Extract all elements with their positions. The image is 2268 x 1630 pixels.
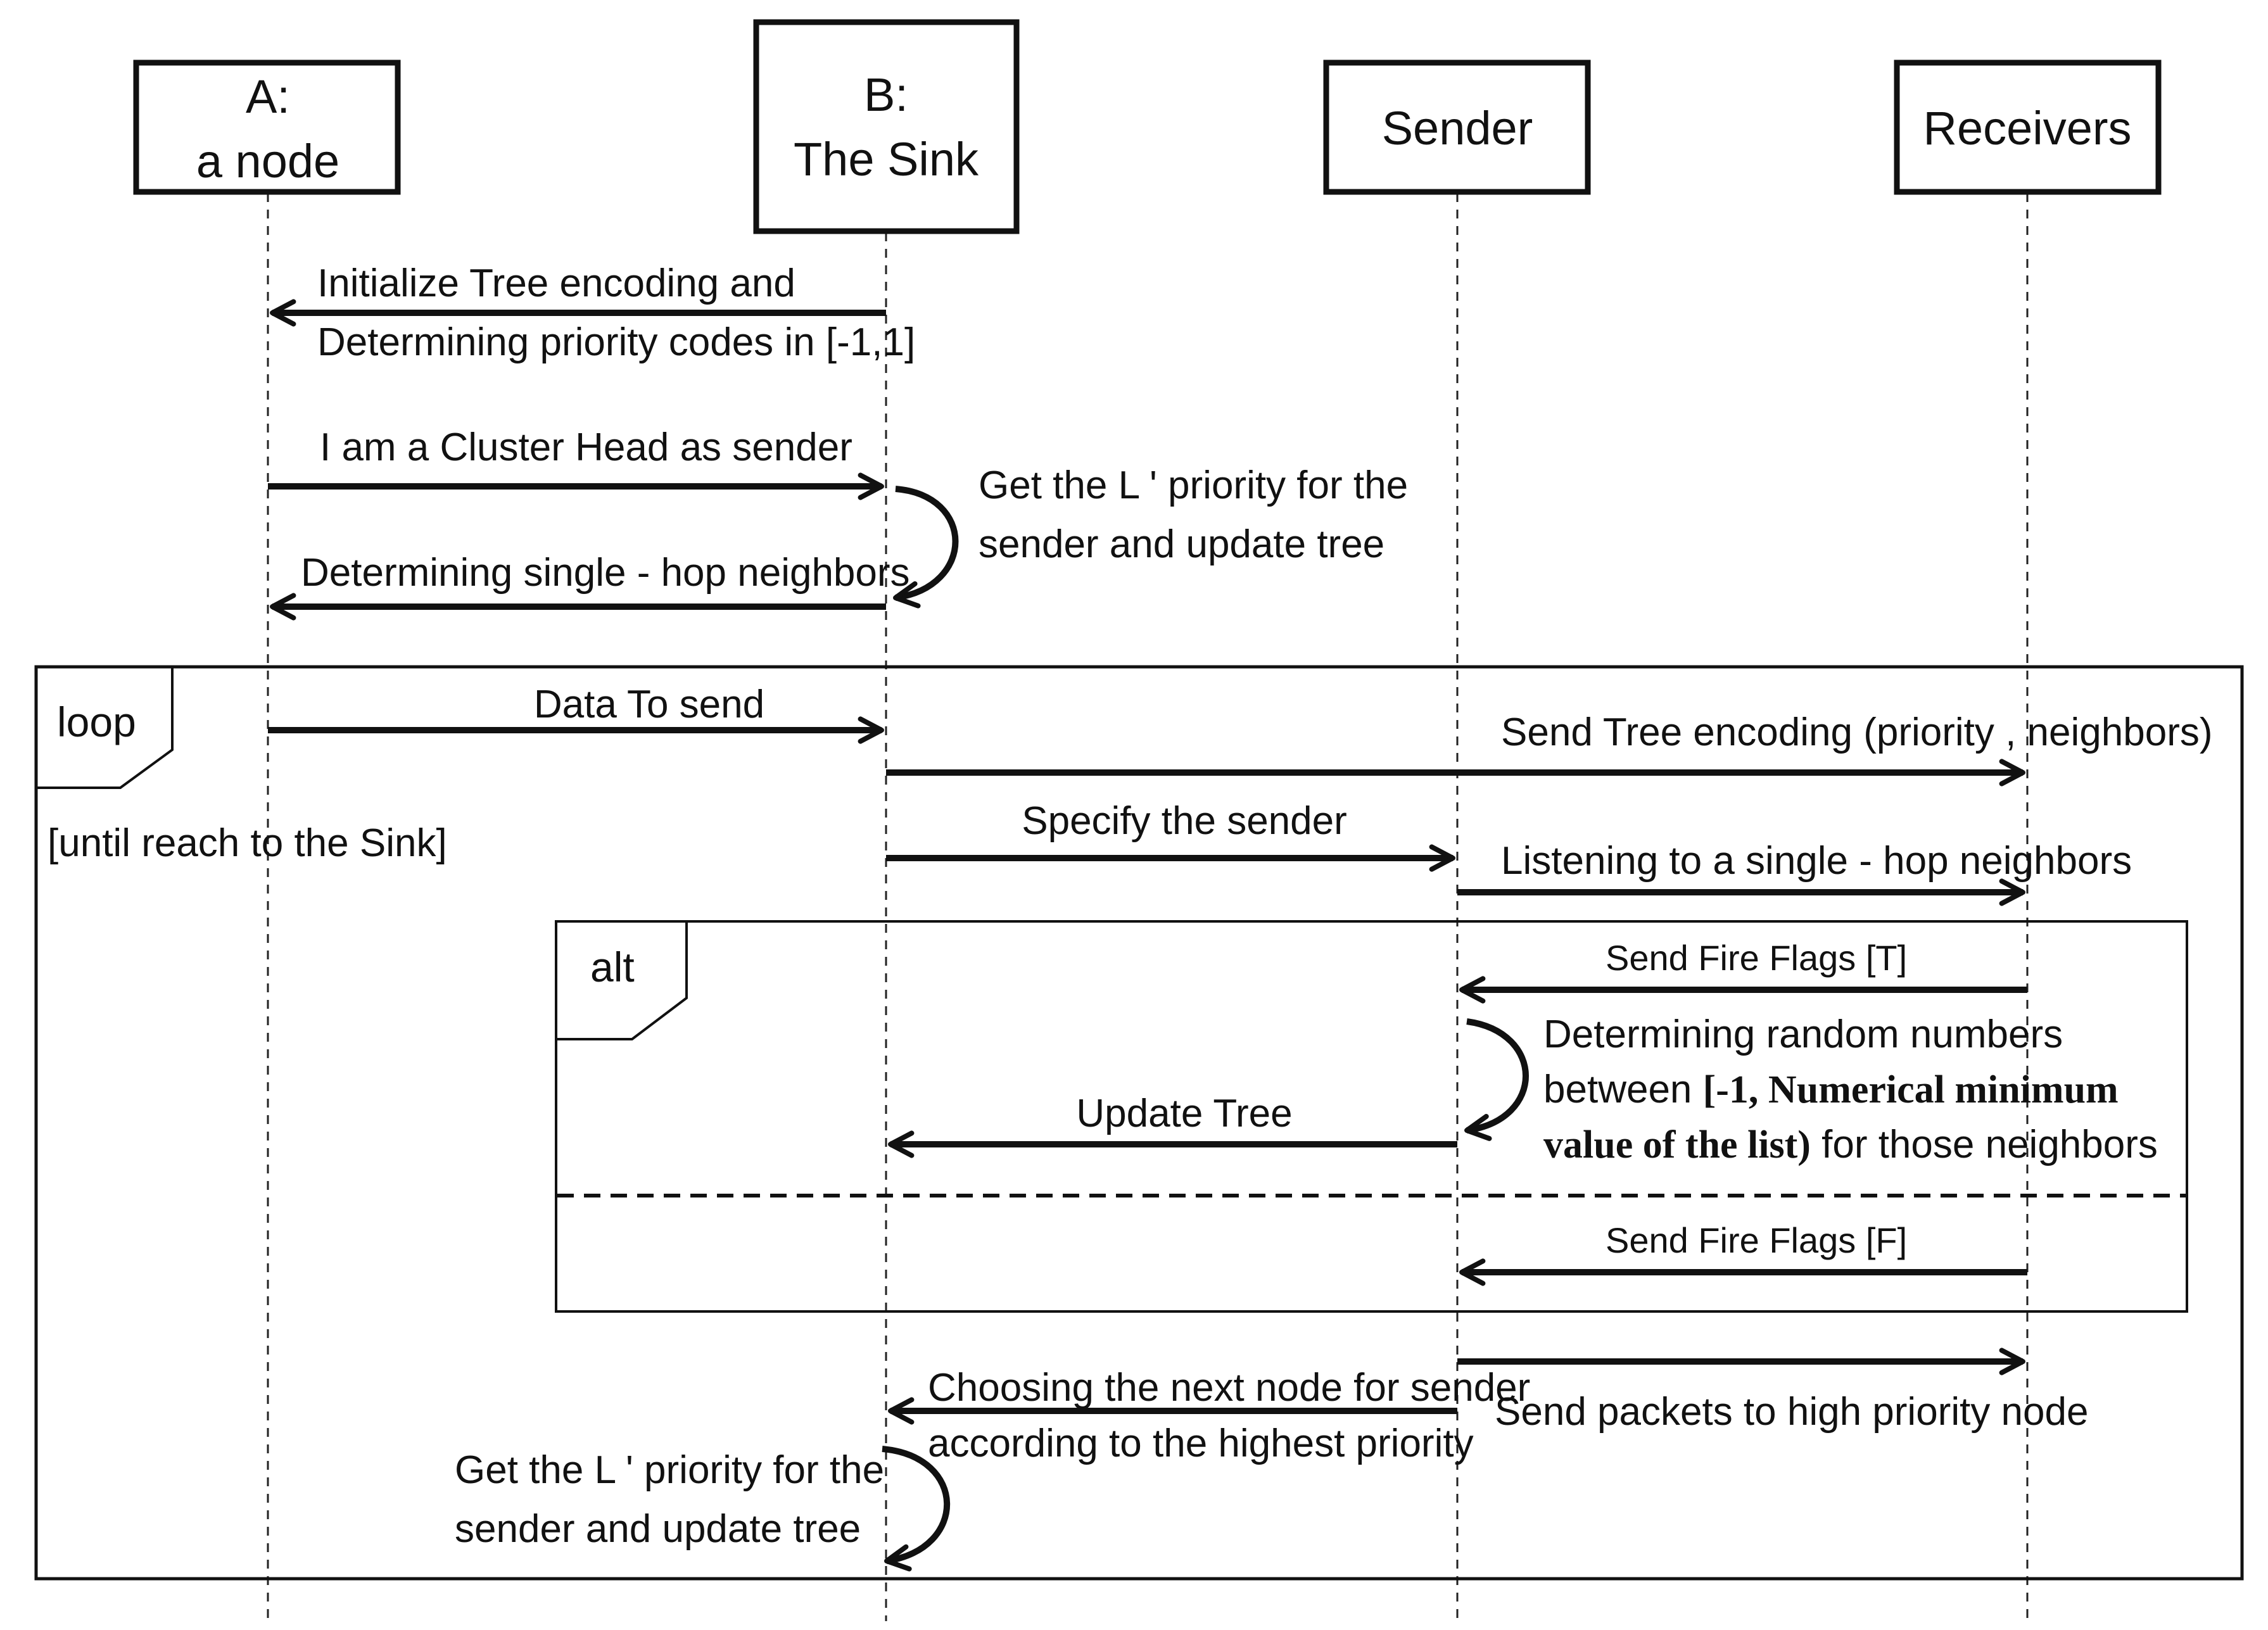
alt-frame-border <box>555 920 2188 1313</box>
alt-frame-tab <box>556 921 688 1040</box>
actor-receivers[interactable]: Receivers <box>1894 60 2162 195</box>
actor-box <box>1323 60 1591 195</box>
message-label-part: between <box>1543 1068 1703 1111</box>
message-label: sender and update tree <box>979 522 1384 566</box>
message-label-bold: value of the list) <box>1543 1123 1811 1166</box>
message-label: Send Fire Flags [F] <box>1606 1220 1907 1260</box>
self-message-arrow <box>1464 1018 1529 1141</box>
actor-label: a node <box>196 135 339 187</box>
actor-a[interactable]: A: a node <box>133 60 401 195</box>
actor-label: A: <box>246 70 290 123</box>
loop-guard: [until reach to the Sink] <box>48 821 447 865</box>
message-label: value of the list) for those neighbors <box>1543 1123 2158 1166</box>
actor-box <box>1894 60 2162 195</box>
message-single-hop: Determining single - hop neighbors <box>270 551 910 621</box>
actor-b[interactable]: B: The Sink <box>753 19 1020 234</box>
message-send-packets: Send packets to high priority node <box>1457 1348 2088 1434</box>
self-message-2: Determining random numbers between [-1, … <box>1464 1013 2158 1166</box>
actor-label: The Sink <box>794 133 979 186</box>
lifelines <box>267 193 2029 1621</box>
message-update-tree: Update Tree <box>888 1092 1457 1158</box>
actor-label: B: <box>864 68 908 121</box>
loop-frame-label: loop <box>57 698 136 745</box>
message-label-part: for those neighbors <box>1811 1123 2158 1166</box>
actor-label: Receivers <box>1923 102 2132 155</box>
message-label: Update Tree <box>1076 1092 1292 1135</box>
message-label: Specify the sender <box>1022 799 1347 843</box>
loop-frame-border <box>34 665 2244 1581</box>
actor-label: Sender <box>1382 102 1533 155</box>
alt-frame-label: alt <box>590 944 635 990</box>
message-label: Send packets to high priority node <box>1495 1390 2088 1434</box>
actor-box <box>133 60 401 195</box>
message-label: Choosing the next node for sender <box>928 1366 1530 1410</box>
actor-box <box>753 19 1020 234</box>
message-label: Send Fire Flags [T] <box>1606 938 1907 978</box>
self-message-arrow <box>893 486 959 609</box>
message-label: I am a Cluster Head as sender <box>320 426 852 469</box>
actor-sender[interactable]: Sender <box>1323 60 1591 195</box>
self-message-arrow <box>882 1446 951 1572</box>
message-label: Listening to a single - hop neighbors <box>1501 839 2132 883</box>
message-send-tree: Send Tree encoding (priority , neighbors… <box>886 711 2213 787</box>
message-label: Initialize Tree encoding and <box>317 262 795 305</box>
loop-frame-tab <box>36 667 174 789</box>
alt-frame: alt <box>555 920 2188 1313</box>
message-label: Determining single - hop neighbors <box>301 551 910 595</box>
message-label: according to the highest priority <box>928 1422 1474 1465</box>
message-label: Send Tree encoding (priority , neighbors… <box>1501 711 2213 754</box>
self-message-3: Get the L ' priority for the sender and … <box>455 1446 951 1572</box>
message-label: Get the L ' priority for the <box>979 464 1408 507</box>
loop-frame: loop [until reach to the Sink] <box>34 665 2244 1581</box>
message-label: sender and update tree <box>455 1507 861 1551</box>
message-label: Determining random numbers <box>1543 1013 2063 1056</box>
message-label: Get the L ' priority for the <box>455 1448 884 1492</box>
message-data-to-send: Data To send <box>268 683 884 744</box>
message-label: Data To send <box>534 683 764 726</box>
message-listening: Listening to a single - hop neighbors <box>1457 839 2132 906</box>
message-label-bold: [-1, Numerical minimum <box>1703 1068 2119 1111</box>
message-label: between [-1, Numerical minimum <box>1543 1068 2119 1111</box>
message-label: Determining priority codes in [-1,1] <box>317 320 915 364</box>
message-fire-f: Send Fire Flags [F] <box>1459 1220 2027 1286</box>
message-fire-t: Send Fire Flags [T] <box>1459 938 2027 1004</box>
message-choosing: Choosing the next node for sender accord… <box>888 1366 1530 1465</box>
message-specify-sender: Specify the sender <box>886 799 1455 872</box>
message-cluster-head: I am a Cluster Head as sender <box>268 426 884 500</box>
message-init: Initialize Tree encoding and Determining… <box>270 262 915 364</box>
self-message-1: Get the L ' priority for the sender and … <box>893 464 1408 609</box>
